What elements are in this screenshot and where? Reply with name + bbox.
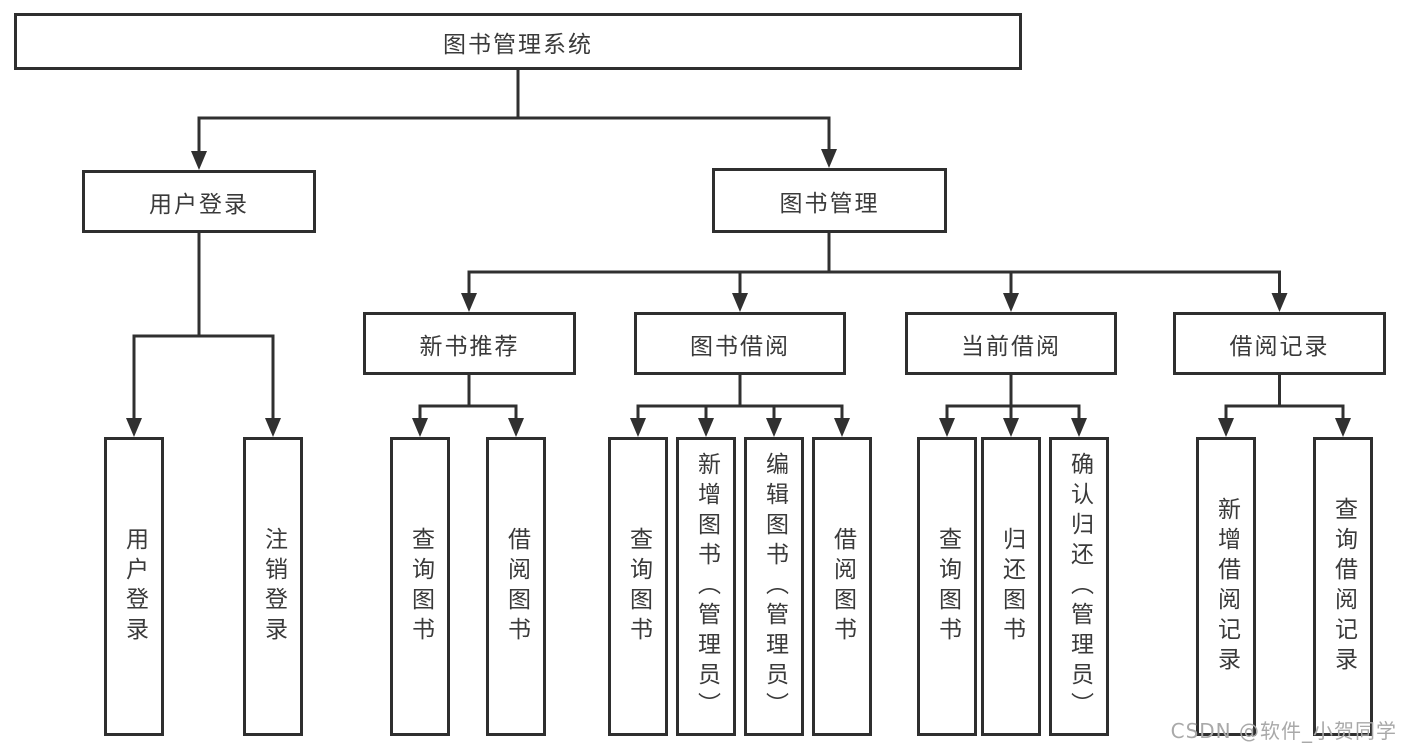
- leaf-label: 新增图书（管理员）: [693, 451, 720, 722]
- node-label: 新书推荐: [419, 333, 520, 360]
- leaf-user-login: 用户登录: [104, 437, 164, 736]
- leaf-label: 归还图书: [998, 526, 1025, 647]
- leaf-add-book-admin: 新增图书（管理员）: [676, 437, 736, 736]
- csdn-watermark: CSDN @软件_小贺同学: [1170, 719, 1397, 743]
- leaf-label: 查询图书: [407, 526, 434, 647]
- node-book-management: 图书管理: [712, 168, 947, 233]
- leaf-label: 借阅图书: [503, 526, 530, 647]
- node-book-borrow: 图书借阅: [634, 312, 846, 375]
- leaf-label: 用户登录: [121, 526, 148, 647]
- leaf-label: 借阅图书: [829, 526, 856, 647]
- node-label: 当前借阅: [961, 333, 1061, 360]
- leaf-label: 查询图书: [625, 526, 652, 647]
- node-label: 借阅记录: [1229, 333, 1330, 360]
- leaf-confirm-return-admin: 确认归还（管理员）: [1049, 437, 1109, 736]
- leaf-label: 查询借阅记录: [1330, 496, 1357, 677]
- node-current-borrow: 当前借阅: [905, 312, 1117, 375]
- leaf-edit-book-admin: 编辑图书（管理员）: [744, 437, 804, 736]
- node-label: 图书管理: [779, 190, 880, 217]
- leaf-return-book: 归还图书: [981, 437, 1041, 736]
- leaf-label: 编辑图书（管理员）: [761, 451, 788, 722]
- leaf-query-book-current: 查询图书: [917, 437, 977, 736]
- leaf-borrow-book: 借阅图书: [812, 437, 872, 736]
- leaf-logout: 注销登录: [243, 437, 303, 736]
- node-label: 图书借阅: [690, 333, 790, 360]
- leaf-add-borrow-record: 新增借阅记录: [1196, 437, 1256, 736]
- node-label: 用户登录: [149, 191, 249, 218]
- node-user-login: 用户登录: [82, 170, 316, 233]
- node-borrow-record: 借阅记录: [1173, 312, 1386, 375]
- leaf-label: 查询图书: [934, 526, 961, 647]
- leaf-query-book-recommend: 查询图书: [390, 437, 450, 736]
- leaf-label: 新增借阅记录: [1213, 496, 1240, 677]
- leaf-label: 确认归还（管理员）: [1066, 451, 1093, 722]
- connector-path: [132, 67, 1345, 421]
- node-library-system: 图书管理系统: [14, 13, 1022, 70]
- arrowheads: [126, 149, 1351, 437]
- leaf-label: 注销登录: [260, 526, 287, 647]
- leaf-query-book-borrow: 查询图书: [608, 437, 668, 736]
- node-new-book-recommend: 新书推荐: [363, 312, 576, 375]
- node-label: 图书管理系统: [443, 31, 593, 58]
- leaf-query-borrow-record: 查询借阅记录: [1313, 437, 1373, 736]
- leaf-borrow-book-recommend: 借阅图书: [486, 437, 546, 736]
